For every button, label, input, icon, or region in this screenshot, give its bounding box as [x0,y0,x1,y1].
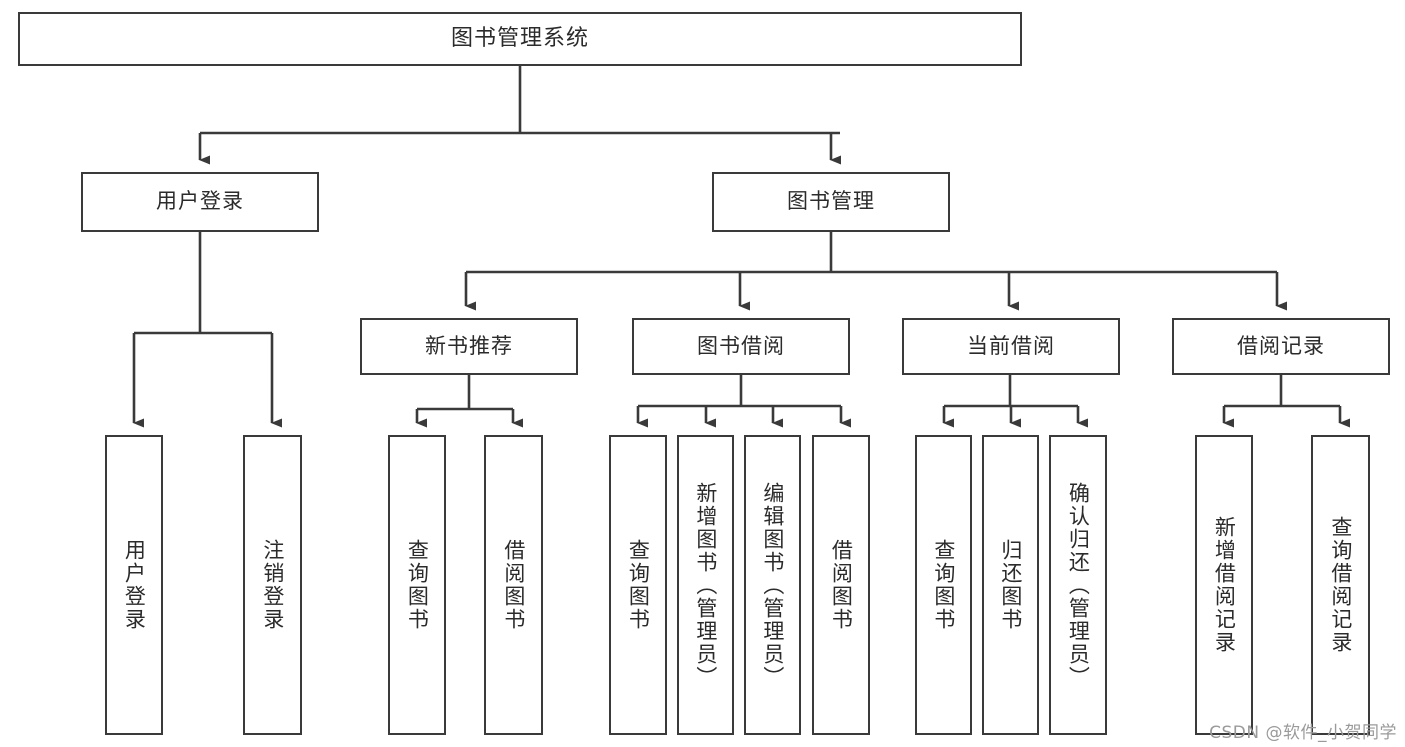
edge-group-record [1222,375,1350,428]
node-label: 图书管理 [787,189,875,214]
node-leaf-query-book-newbook[interactable]: 查询图书 [388,435,446,735]
node-leaf-confirm-return-admin[interactable]: 确认归还（管理员） [1049,435,1107,735]
edge-group-root [198,66,841,165]
node-book-management[interactable]: 图书管理 [712,172,950,232]
node-leaf-logout[interactable]: 注销登录 [243,435,302,735]
node-leaf-user-login[interactable]: 用户登录 [105,435,163,735]
node-label: 新增借阅记录 [1212,516,1237,654]
node-label: 新书推荐 [425,333,513,358]
node-leaf-add-borrow-record[interactable]: 新增借阅记录 [1195,435,1253,735]
edge-group-book-mgmt [464,232,1287,311]
edge-group-newbook [415,375,523,428]
edge-group-borrow [636,375,851,428]
node-label: 借阅图书 [501,539,526,631]
node-root-system[interactable]: 图书管理系统 [18,12,1022,66]
node-book-borrow[interactable]: 图书借阅 [632,318,850,375]
node-label: 借阅图书 [829,539,854,631]
node-borrow-record[interactable]: 借阅记录 [1172,318,1390,375]
node-current-borrow[interactable]: 当前借阅 [902,318,1120,375]
node-new-book-recommend[interactable]: 新书推荐 [360,318,578,375]
node-user-login[interactable]: 用户登录 [81,172,319,232]
edge-group-user-login [132,232,282,428]
node-label: 图书借阅 [697,333,785,358]
node-label: 查询图书 [626,539,651,631]
node-leaf-add-book-admin[interactable]: 新增图书（管理员） [677,435,734,735]
node-label: 图书管理系统 [450,25,589,51]
node-leaf-lend-book[interactable]: 借阅图书 [812,435,870,735]
node-leaf-return-book[interactable]: 归还图书 [982,435,1039,735]
node-leaf-borrow-book-newbook[interactable]: 借阅图书 [484,435,543,735]
node-leaf-query-book-current[interactable]: 查询图书 [915,435,972,735]
node-label: 当前借阅 [967,333,1055,358]
node-label: 注销登录 [260,539,285,631]
node-label: 借阅记录 [1237,333,1325,358]
node-leaf-query-borrow-record[interactable]: 查询借阅记录 [1311,435,1370,735]
watermark-text: CSDN @软件_小贺同学 [1209,723,1397,743]
node-label: 用户登录 [156,189,244,214]
node-label: 查询借阅记录 [1328,516,1353,654]
edge-group-current [942,375,1088,428]
node-label: 编辑图书（管理员） [760,481,785,689]
node-label: 查询图书 [931,539,956,631]
node-label: 归还图书 [998,539,1023,631]
node-leaf-query-book-borrow[interactable]: 查询图书 [609,435,667,735]
node-label: 确认归还（管理员） [1066,481,1091,689]
node-label: 用户登录 [122,539,147,631]
node-label: 查询图书 [405,539,430,631]
node-label: 新增图书（管理员） [693,481,718,689]
node-leaf-edit-book-admin[interactable]: 编辑图书（管理员） [744,435,801,735]
